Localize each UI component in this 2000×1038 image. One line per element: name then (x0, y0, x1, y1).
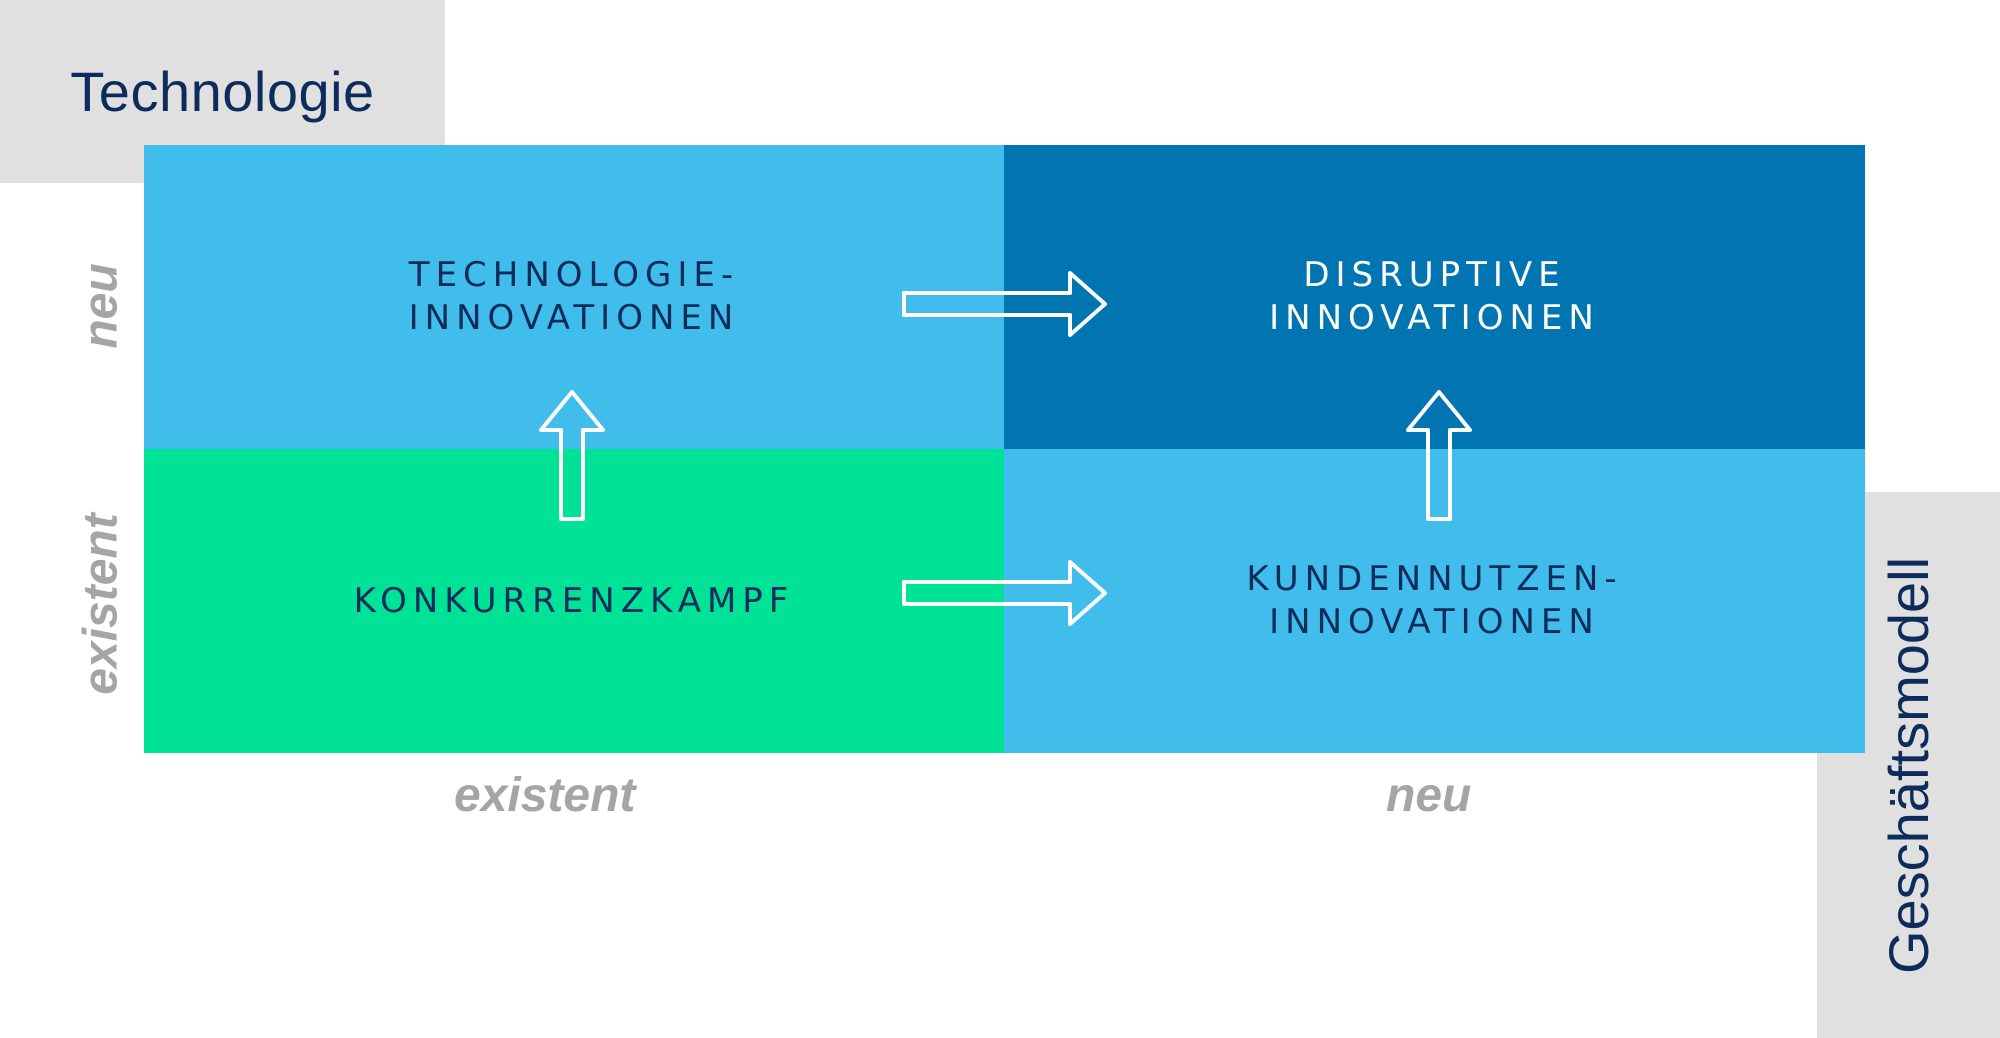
quadrant-competition: KONKURRENZKAMPF (144, 449, 1004, 753)
quadrant-label-line: INNOVATIONEN (408, 298, 740, 338)
quadrant-disruptive-innovations: DISRUPTIVE INNOVATIONEN (1004, 145, 1865, 449)
quadrant-label-line: KUNDENNUTZEN- (1246, 559, 1623, 599)
quadrant-label-line: INNOVATIONEN (1269, 602, 1600, 642)
quadrant-label-line: TECHNOLOGIE- (408, 255, 740, 295)
arrow-up-icon (1406, 390, 1472, 521)
quadrant-label-line: DISRUPTIVE (1303, 255, 1566, 295)
x-axis-label-neu: neu (1386, 769, 1472, 822)
y-axis-label-neu: neu (74, 263, 128, 349)
quadrant-customer-value-innovations: KUNDENNUTZEN- INNOVATIONEN (1004, 449, 1865, 753)
arrow-right-icon (902, 560, 1107, 626)
y-axis-title: Technologie (70, 60, 375, 123)
quadrant-label-line: INNOVATIONEN (1269, 298, 1600, 338)
y-axis-label-existent: existent (74, 513, 128, 695)
arrow-up-icon (539, 390, 605, 521)
quadrant-technology-innovations: TECHNOLOGIE- INNOVATIONEN (144, 145, 1004, 449)
quadrant-label-line: KONKURRENZKAMPF (353, 580, 795, 621)
x-axis-label-existent: existent (454, 769, 636, 822)
arrow-right-icon (902, 271, 1107, 337)
